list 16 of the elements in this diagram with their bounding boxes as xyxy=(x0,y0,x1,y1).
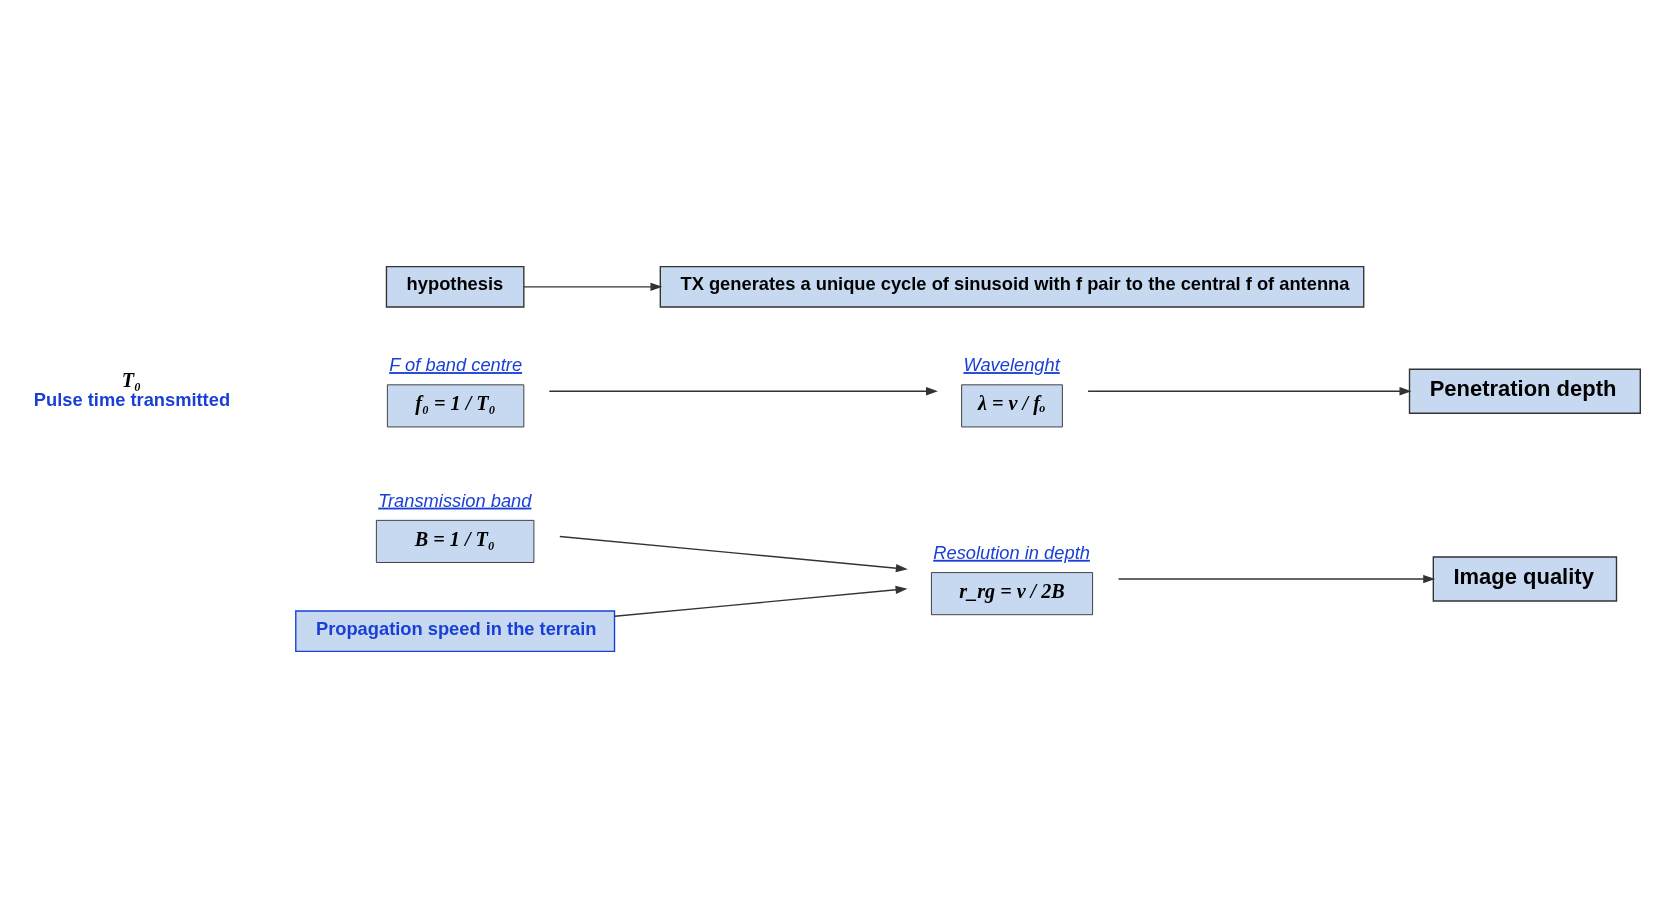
arrow xyxy=(548,386,938,395)
node-box: hypothesis xyxy=(385,265,525,308)
node-label: Transmission band xyxy=(378,489,532,511)
node-label: Wavelenght xyxy=(963,353,1060,375)
arrow xyxy=(614,585,908,617)
node-box: Image quality xyxy=(1432,555,1618,602)
arrow xyxy=(1087,386,1412,395)
arrow xyxy=(523,282,663,291)
node-box: Propagation speed in the terrain xyxy=(295,609,616,652)
node-box: TX generates a unique cycle of sinusoid with f pair to the central f of antenna xyxy=(659,265,1365,308)
node-label: Resolution in depth xyxy=(933,541,1090,563)
arrow xyxy=(1117,574,1436,583)
arrow xyxy=(559,535,908,572)
label: T₀ xyxy=(121,368,142,391)
node-label: F of band centre xyxy=(389,353,523,375)
node-box: Penetration depth xyxy=(1408,368,1641,414)
